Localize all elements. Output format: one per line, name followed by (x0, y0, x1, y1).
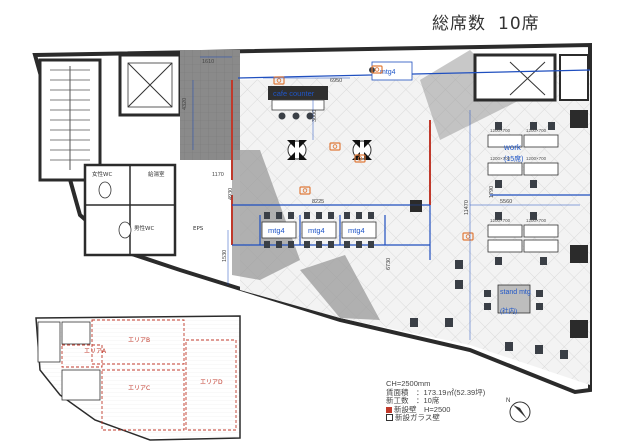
legend: CH=2500mm 賃面積 ：173.19㎡(52.39坪) 新工数 ：10席 … (386, 379, 486, 423)
dimension-label: 1610 (202, 59, 214, 65)
camera-icon (354, 154, 366, 163)
camera-icon (371, 65, 383, 74)
lounge-chairs (410, 260, 568, 359)
dimension-label: 5560 (500, 199, 512, 205)
dimension-label: 6730 (386, 258, 392, 270)
legend-new-glass-row: 新設ガラス壁 (386, 413, 485, 423)
meeting-row (261, 212, 377, 248)
dimension-label: 6950 (330, 78, 342, 84)
desk-size-tag: 1200×700 (490, 156, 511, 161)
mtg-room-label: mtg4 (308, 226, 325, 235)
key-area-label: エリアD (200, 379, 223, 386)
mtg-room-label: mtg4 (348, 226, 365, 235)
cafe-counter-label: cafe counter (273, 89, 315, 98)
legend-area: 賃面積 ：173.19㎡(52.39坪) (386, 387, 486, 397)
camera-markers (273, 65, 474, 241)
dimension-lines (192, 56, 580, 340)
camera-icon (299, 186, 311, 195)
work-label: work (503, 143, 522, 152)
dimension-label: 1790 (489, 186, 495, 198)
wc-men-label: 男性WC (134, 224, 154, 232)
columns (410, 110, 588, 338)
right-core (473, 53, 589, 102)
dimension-label: 1530 (222, 250, 228, 262)
desk-size-tag: 1200×700 (490, 218, 511, 223)
elevator-core (118, 53, 182, 117)
dimension-label: 4930 (228, 188, 234, 200)
desk-size-tag: 1200×700 (526, 156, 547, 161)
legend-new-wall: 新設壁 H=2500 (394, 404, 451, 414)
desk-size-tag: 1200×700 (526, 128, 547, 133)
legend-new-glass: 新設ガラス壁 (395, 413, 440, 422)
cafe-counter (268, 86, 328, 120)
total-seats-count: 10席 (498, 14, 540, 34)
camera-icon (273, 76, 285, 85)
mtg-top-label: mtg4 (380, 69, 396, 76)
new-wall-swatch (386, 406, 392, 413)
legend-seats: 新工数 ：10席 (386, 396, 440, 405)
key-area-label: エリアA (84, 348, 107, 355)
desk-size-tag: 1200×700 (490, 128, 511, 133)
stand-mtg-sub-label: (社内) (500, 306, 517, 315)
dimension-label: 8225 (312, 199, 324, 205)
key-plan (35, 315, 241, 441)
key-area-label: エリアB (128, 337, 150, 344)
desk-size-tag: 1200×700 (526, 218, 547, 223)
work-seats-label: (15席) (504, 154, 523, 163)
dimension-label: 1170 (212, 172, 224, 178)
legend-new-wall-row: 新設壁 H=2500 (386, 404, 485, 415)
total-seats-label: 総席数 (432, 14, 486, 34)
round-table (287, 140, 307, 160)
eps-label: EPS (193, 226, 204, 232)
dimension-label: 4320 (182, 98, 188, 110)
north-arrow-icon: N (506, 398, 531, 423)
entry-floor (180, 50, 240, 160)
wc-women-label: 女性WC (92, 170, 112, 178)
new-glass-swatch (386, 414, 393, 421)
stair-core (38, 58, 102, 182)
key-area-label: エリアC (128, 385, 150, 392)
page-title: 総席数 10席 (432, 9, 540, 34)
camera-icon (329, 142, 341, 151)
stand-mtg-label: stand mtg (500, 289, 531, 296)
work-desks (487, 122, 559, 265)
supply-room-label: 給湯室 (148, 170, 165, 178)
dimension-label: 11470 (464, 200, 470, 215)
dimension-label: 3000 (312, 110, 318, 122)
mtg-room-label: mtg4 (268, 226, 285, 235)
stand-mtg-table (484, 284, 543, 314)
legend-ceiling: CH=2500mm (386, 379, 431, 388)
wc-area (83, 163, 177, 257)
new-walls (231, 80, 431, 245)
svg-text:N: N (506, 398, 510, 404)
